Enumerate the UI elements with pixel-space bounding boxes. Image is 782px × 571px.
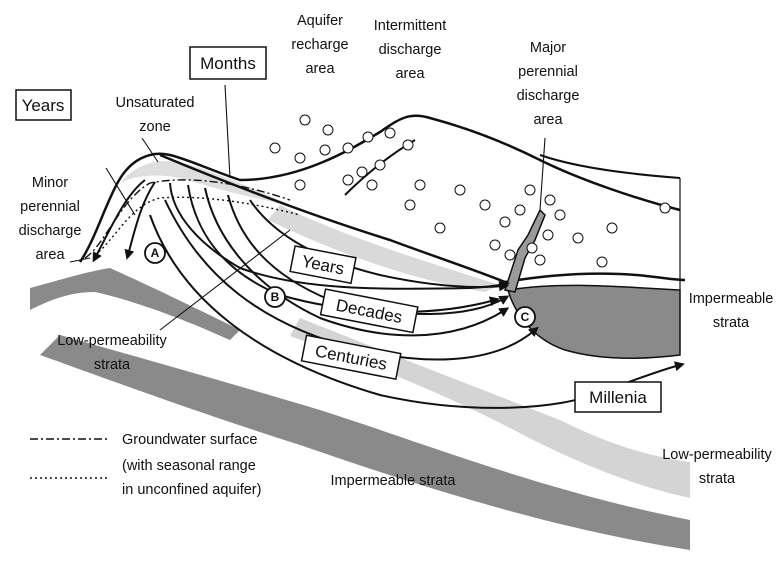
svg-text:area: area	[35, 247, 65, 263]
svg-text:Years: Years	[22, 96, 65, 115]
svg-text:recharge: recharge	[291, 37, 348, 53]
discharge-ground	[505, 274, 685, 282]
svg-text:Unsaturated: Unsaturated	[116, 95, 195, 111]
svg-text:Aquifer: Aquifer	[297, 13, 343, 29]
svg-text:strata: strata	[94, 357, 131, 373]
svg-text:Low-permeability: Low-permeability	[57, 333, 167, 349]
box-months: Months	[190, 47, 266, 79]
svg-text:Months: Months	[200, 54, 256, 73]
svg-text:Impermeable: Impermeable	[689, 291, 774, 307]
label-aquifer-recharge: Aquifer recharge area	[291, 13, 348, 77]
svg-text:Millenia: Millenia	[589, 388, 647, 407]
svg-text:Low-permeability: Low-permeability	[662, 447, 772, 463]
label-minor-perennial: Minor perennial discharge area	[19, 175, 82, 263]
svg-text:Major: Major	[530, 40, 566, 56]
svg-text:discharge: discharge	[19, 223, 82, 239]
svg-text:perennial: perennial	[20, 199, 80, 215]
unsaturated-leader	[142, 138, 158, 162]
box-years-top: Years	[16, 90, 71, 120]
svg-text:area: area	[395, 66, 425, 82]
marker-c: C	[515, 307, 535, 327]
svg-text:perennial: perennial	[518, 64, 578, 80]
marker-a: A	[145, 243, 165, 263]
months-leader	[225, 85, 230, 178]
svg-text:A: A	[151, 246, 160, 260]
box-decades: Decades	[321, 289, 418, 332]
svg-text:strata: strata	[699, 471, 736, 487]
svg-text:zone: zone	[139, 119, 170, 135]
label-impermeable-bottom: Impermeable strata	[331, 473, 457, 489]
svg-text:discharge: discharge	[517, 88, 580, 104]
svg-text:area: area	[305, 61, 335, 77]
svg-text:strata: strata	[713, 315, 750, 331]
land-surface-right	[540, 155, 680, 178]
svg-text:Intermittent: Intermittent	[374, 18, 447, 34]
svg-text:discharge: discharge	[379, 42, 442, 58]
label-intermittent-discharge: Intermittent discharge area	[374, 18, 447, 82]
label-impermeable-right: Impermeable strata	[689, 291, 774, 331]
svg-text:area: area	[533, 112, 563, 128]
box-millenia: Millenia	[575, 382, 661, 412]
legend-seasonal-label-1: (with seasonal range	[122, 458, 256, 474]
label-unsaturated-zone: Unsaturated zone	[116, 95, 195, 135]
svg-text:B: B	[271, 290, 280, 304]
marker-b: B	[265, 287, 285, 307]
major-discharge-leader	[540, 138, 545, 210]
legend-seasonal-label-2: in unconfined aquifer)	[122, 482, 261, 498]
svg-text:Minor: Minor	[32, 175, 68, 191]
legend: Groundwater surface (with seasonal range…	[30, 432, 261, 498]
svg-text:C: C	[521, 310, 530, 324]
label-major-perennial: Major perennial discharge area	[517, 40, 580, 128]
legend-groundwater-label: Groundwater surface	[122, 432, 257, 448]
